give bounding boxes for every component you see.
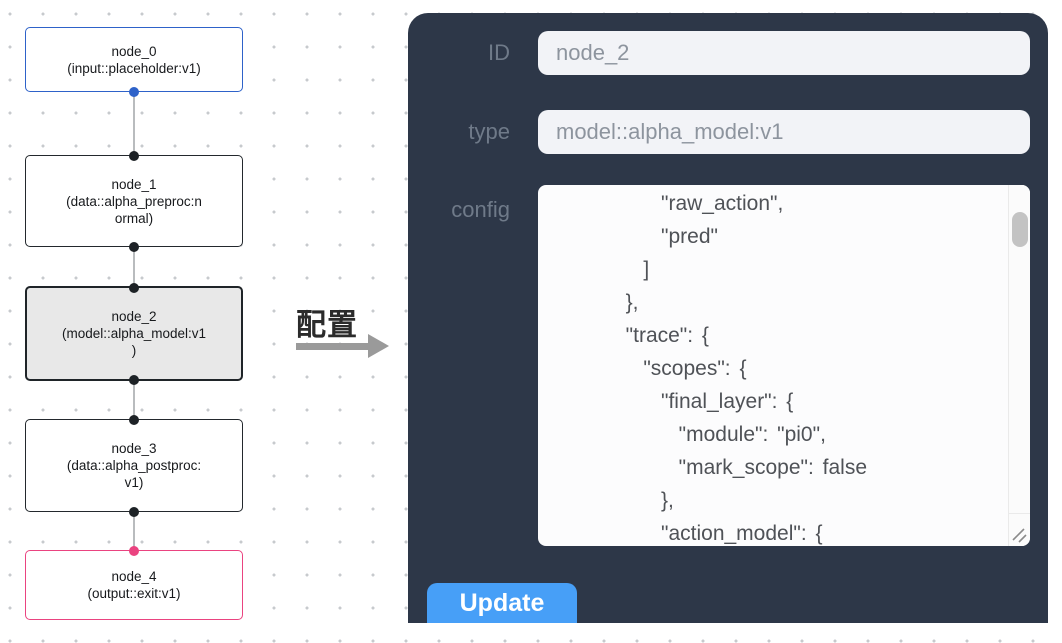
update-button[interactable]: Update xyxy=(427,583,577,623)
node-label-line: ) xyxy=(131,343,137,358)
config-panel: ID type config "raw_action", "pred" ] },… xyxy=(408,13,1048,623)
arrow-right-icon-head xyxy=(368,334,389,358)
scrollbar-thumb[interactable] xyxy=(1011,212,1028,247)
type-label: type xyxy=(468,119,510,144)
edge-line xyxy=(133,92,135,155)
flow-node-node_0[interactable]: node_0(input::placeholder:v1) xyxy=(25,27,243,97)
port-dot-bottom[interactable] xyxy=(129,241,139,252)
transition-label: 配置 xyxy=(296,309,358,342)
flow-node-node_2[interactable]: node_2(model::alpha_model:v1) xyxy=(25,282,243,385)
scrollbar-corner xyxy=(1008,513,1030,546)
edge-line xyxy=(133,381,135,419)
vertical-scrollbar[interactable] xyxy=(1008,185,1030,513)
node-label-line: node_0 xyxy=(111,43,157,59)
port-dot-bottom[interactable] xyxy=(129,506,139,517)
id-input[interactable] xyxy=(538,31,1030,75)
node-label-line: ormal) xyxy=(114,210,154,226)
edge-line xyxy=(133,512,135,550)
node-label-line: node_4 xyxy=(111,569,157,584)
node-label-line: (model::alpha_model:v1 xyxy=(61,326,207,341)
arrow-right-icon xyxy=(296,343,369,350)
node-label-line: node_2 xyxy=(111,309,157,324)
node-label-line: v1) xyxy=(124,475,144,490)
node-label-line: (input::placeholder:v1) xyxy=(67,60,201,76)
node-label-line: (data::alpha_postproc: xyxy=(66,458,202,473)
type-input[interactable] xyxy=(538,110,1030,154)
resize-handle-icon[interactable] xyxy=(1011,527,1028,544)
node-label-line: node_3 xyxy=(111,441,157,456)
port-dot-top[interactable] xyxy=(129,414,139,425)
port-dot-top[interactable] xyxy=(129,282,139,293)
flow-node-node_3[interactable]: node_3(data::alpha_postproc:v1) xyxy=(25,414,243,517)
node-label-line: (output::exit:v1) xyxy=(87,586,181,601)
port-dot-top[interactable] xyxy=(129,150,139,161)
node-label-line: (data::alpha_preproc:n xyxy=(66,193,202,209)
port-dot-bottom[interactable] xyxy=(129,374,139,385)
flow-node-node_4[interactable]: node_4(output::exit:v1) xyxy=(25,545,243,620)
config-json-text: "raw_action", "pred" ] }, "trace": { "sc… xyxy=(625,192,867,545)
config-textarea[interactable]: "raw_action", "pred" ] }, "trace": { "sc… xyxy=(538,185,1030,546)
config-label: config xyxy=(451,197,510,222)
port-dot-bottom[interactable] xyxy=(129,86,139,97)
node-label-line: node_1 xyxy=(111,176,157,192)
edge-line xyxy=(133,247,135,286)
id-label: ID xyxy=(488,40,510,65)
port-dot-top[interactable] xyxy=(129,545,139,556)
